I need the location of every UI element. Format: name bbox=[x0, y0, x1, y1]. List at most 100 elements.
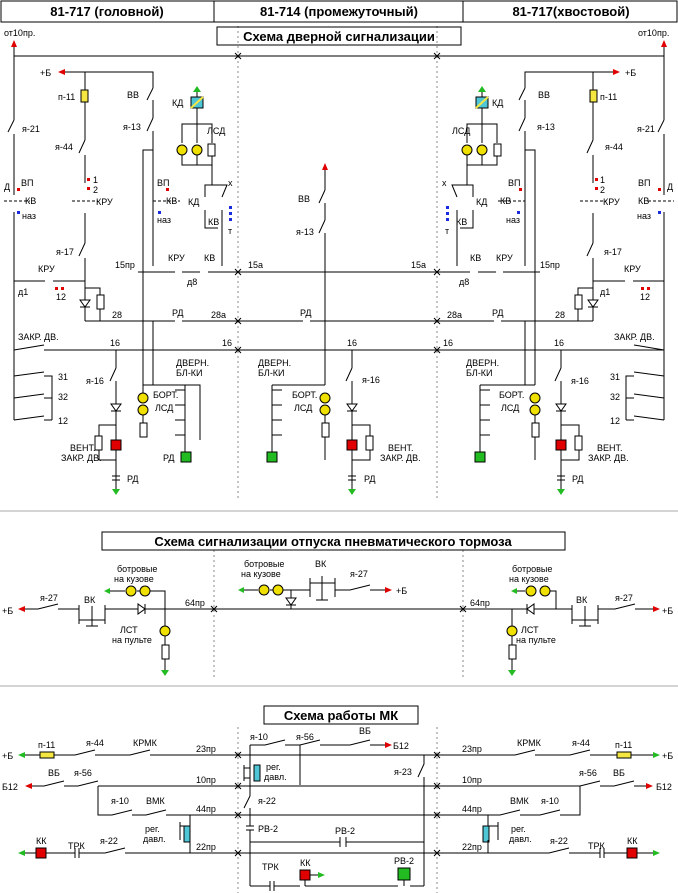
w15a-right-label: 15а bbox=[411, 260, 426, 270]
lamp-bort-mid-2-icon bbox=[319, 404, 331, 416]
d1-right-label: д1 bbox=[600, 287, 610, 297]
d8-right-label: д8 bbox=[459, 277, 469, 287]
header-middle: 81-714 (промежуточный) bbox=[260, 4, 418, 19]
arrow-up-kd-right-icon bbox=[478, 86, 486, 92]
vv-left-label: ВВ bbox=[127, 90, 139, 100]
botr2-mid-label: на кузове bbox=[241, 569, 281, 579]
ya23-label: я-23 bbox=[394, 767, 412, 777]
naz-left-2-label: наз bbox=[157, 215, 171, 225]
w16-left-label: 16 bbox=[110, 338, 120, 348]
n31-left-label: 31 bbox=[58, 372, 68, 382]
ya16-mid-label: я-16 bbox=[362, 375, 380, 385]
plusb-brake-left-label: +Б bbox=[2, 606, 13, 616]
botr1-right-label: ботровые bbox=[512, 564, 552, 574]
kk-mid-label: КК bbox=[300, 858, 311, 868]
diode-brake-mid-icon bbox=[285, 597, 297, 606]
vb-mk-left-label: ВБ bbox=[48, 768, 60, 778]
d-right-label: Д bbox=[667, 182, 673, 192]
arrow-lst-right-icon bbox=[508, 670, 516, 676]
arrow-mk-left-icon bbox=[18, 752, 25, 758]
w28a-left-label: 28а bbox=[211, 310, 226, 320]
vk-switch-right bbox=[566, 605, 605, 627]
blki-mid-label: БЛ-КИ bbox=[258, 368, 285, 378]
lamp-botr-left-2-icon bbox=[139, 585, 151, 597]
arrow-left-plusb-icon bbox=[58, 69, 65, 75]
rd-left-2-label: РД bbox=[127, 474, 139, 484]
kru-1-label: 1 bbox=[93, 175, 98, 185]
w23-left-label: 23пр bbox=[196, 744, 216, 754]
lamp-lsd-left-icon bbox=[176, 143, 216, 157]
resistor-lsd-right bbox=[493, 143, 502, 157]
plusb-brake-mid-label: +Б bbox=[396, 586, 407, 596]
trk-mid-label: ТРК bbox=[262, 862, 280, 872]
plusb-brake-right-label: +Б bbox=[662, 606, 673, 616]
lsd-right-label: ЛСД bbox=[452, 126, 470, 136]
vp-right-label: ВП bbox=[638, 178, 650, 188]
trk-left-label: ТРК bbox=[68, 841, 86, 851]
kru-right-label: КРУ bbox=[603, 197, 620, 207]
w16-leftmid-label: 16 bbox=[222, 338, 232, 348]
arrow-b12-right-icon bbox=[646, 783, 653, 789]
n31-right-label: 31 bbox=[610, 372, 620, 382]
arrow-botr-right-icon bbox=[511, 588, 517, 594]
kv-left-label: КВ bbox=[25, 196, 36, 206]
ya13-right-label: я-13 bbox=[537, 122, 555, 132]
resistor-vent-mid bbox=[365, 435, 374, 451]
car-separators bbox=[213, 26, 464, 893]
botr2-right-label: на кузове bbox=[509, 574, 549, 584]
kv-right-2-label: КВ bbox=[456, 217, 467, 227]
arrow-brake-left-icon bbox=[18, 606, 25, 612]
ya21-left-label: я-21 bbox=[22, 124, 40, 134]
zakr-right-label: ЗАКР. ДВ. bbox=[614, 332, 655, 342]
header-left: 81-717 (головной) bbox=[50, 4, 163, 19]
p11-mk-left-label: п-11 bbox=[38, 740, 55, 750]
rd-indicator-mid bbox=[266, 451, 278, 463]
kru-left-2-label: КРУ bbox=[168, 253, 185, 263]
lst1-right-label: ЛСТ bbox=[521, 625, 539, 635]
fuse-p11-right bbox=[589, 89, 598, 103]
kd-right-label: КД bbox=[492, 98, 503, 108]
ya16-left-label: я-16 bbox=[86, 376, 104, 386]
vv-mid-label: ВВ bbox=[298, 194, 310, 204]
kk-left-indicator bbox=[35, 847, 47, 859]
lamp-botr-mid-1-icon bbox=[258, 584, 270, 596]
krmk-left-label: КРМК bbox=[133, 738, 158, 748]
rv2-mid-left-label: РВ-2 bbox=[258, 824, 278, 834]
d8-left-label: д8 bbox=[187, 277, 197, 287]
botr1-left-label: ботровые bbox=[117, 564, 157, 574]
kv-left-3-label: КВ bbox=[166, 196, 177, 206]
fuse-p11-mk-right bbox=[616, 751, 632, 759]
t-right-label: т bbox=[445, 226, 449, 236]
twelve-right-label: 12 bbox=[640, 292, 650, 302]
kru-left-label: КРУ bbox=[96, 197, 113, 207]
lst2-left-label: на пульте bbox=[112, 635, 152, 645]
ya10-mk-left-label: я-10 bbox=[111, 796, 129, 806]
ya22-mk-left-label: я-22 bbox=[100, 836, 118, 846]
lamp-bort-right-1-icon bbox=[529, 392, 541, 404]
vent-left-label: ВЕНТ. bbox=[70, 443, 96, 453]
blki-right-label: БЛ-КИ bbox=[466, 368, 493, 378]
w10-right-label: 10пр bbox=[462, 775, 482, 785]
resistor-lst-right bbox=[508, 644, 517, 660]
rv2-indicator-label: РВ-2 bbox=[394, 856, 414, 866]
header-right: 81-717(хвостовой) bbox=[512, 4, 629, 19]
kk-left-label: КК bbox=[36, 836, 47, 846]
kd-right-2-label: КД bbox=[476, 197, 487, 207]
arrow-kk-mid-icon bbox=[318, 872, 325, 878]
vb-mk-right-label: ВБ bbox=[613, 768, 625, 778]
vb-mk-mid-label: ВБ bbox=[359, 726, 371, 736]
dvern-mid-label: ДВЕРН. bbox=[258, 358, 291, 368]
dvern-right-label: ДВЕРН. bbox=[466, 358, 499, 368]
t-left-label: т bbox=[228, 226, 232, 236]
krmk-right-label: КРМК bbox=[517, 738, 542, 748]
header-bar: 81-717 (головной) 81-714 (промежуточный)… bbox=[0, 0, 678, 23]
lamp-bort-mid-1-icon bbox=[319, 392, 331, 404]
brake-signaling-section: Схема сигнализации отпуска пневматическо… bbox=[2, 531, 673, 676]
rd-right-label: РД bbox=[492, 308, 504, 318]
resistor-bort-mid bbox=[321, 422, 330, 438]
w16-mid-label: 16 bbox=[347, 338, 357, 348]
lamp-bort-left-2-icon bbox=[137, 404, 149, 416]
lst1-left-label: ЛСТ bbox=[120, 625, 138, 635]
diode-right-icon bbox=[587, 299, 599, 308]
resistor-vent-left bbox=[94, 435, 103, 451]
